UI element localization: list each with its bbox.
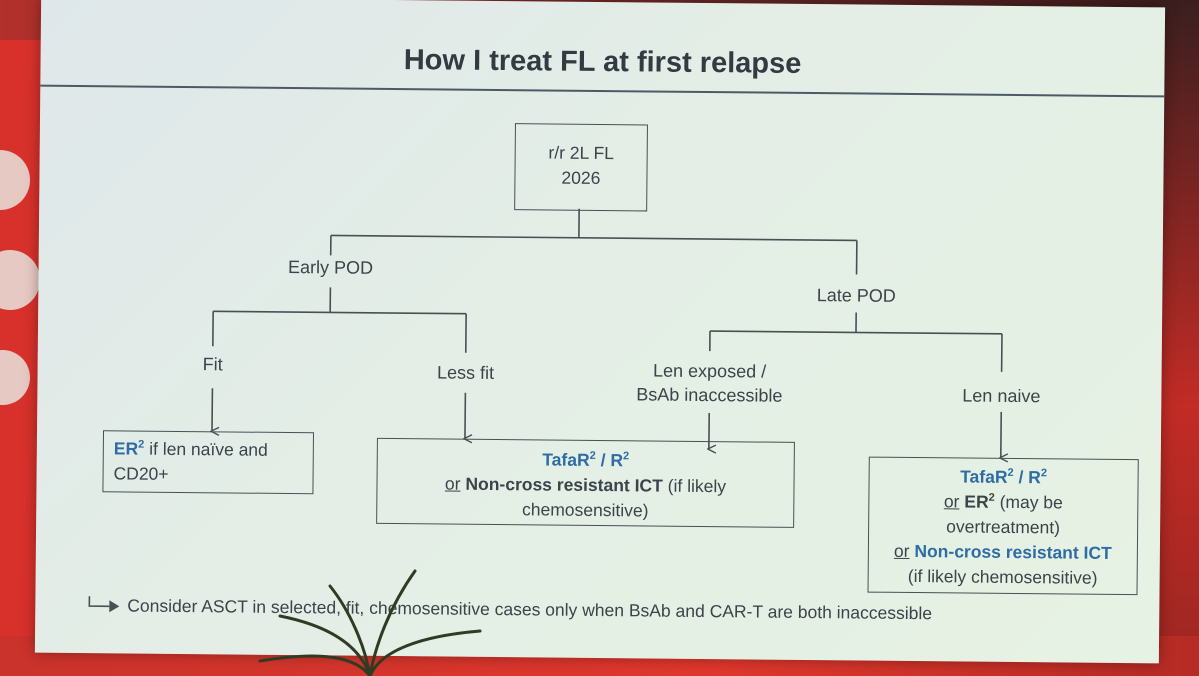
len-naive-line3: overtreatment) <box>946 516 1061 538</box>
fit-treatment-line2: CD20+ <box>113 463 169 484</box>
footnote: Consider ASCT in selected, fit, chemosen… <box>87 595 932 624</box>
root-node-line1: r/r 2L FL <box>548 142 615 164</box>
presentation-slide: How I treat FL at first relapse <box>34 0 1166 664</box>
root-node: r/r 2L FL 2026 <box>514 123 648 212</box>
len-exposed-line2: BsAb inaccessible <box>636 384 783 406</box>
less-fit-treatment-box: TafaR2 / R2 or Non-cross resistant ICT (… <box>376 437 795 528</box>
decorative-circle <box>0 150 30 210</box>
less-fit-label: Less fit <box>436 362 495 383</box>
len-exposed-label: Len exposed / BsAb inaccessible <box>609 358 809 408</box>
decorative-circle <box>0 250 40 310</box>
less-fit-line3: chemosensitive) <box>521 499 649 521</box>
plant-silhouette <box>258 569 482 676</box>
flowchart-connectors <box>35 208 1165 663</box>
background-right <box>1159 0 1199 676</box>
elbow-arrow-icon <box>88 596 120 613</box>
root-node-line2: 2026 <box>561 167 601 188</box>
len-exposed-line1: Len exposed / <box>652 360 767 382</box>
late-pod-label: Late POD <box>816 285 896 306</box>
fit-treatment-line1: ER2 if len naïve and <box>113 438 268 460</box>
len-naive-treatment-box: TafaR2 / R2 or ER2 (may be overtreatment… <box>867 456 1139 596</box>
len-naive-line1: TafaR2 / R2 <box>960 466 1048 488</box>
decorative-circle <box>0 350 30 405</box>
er2-term: ER2 <box>113 438 145 459</box>
len-naive-label: Len naive <box>962 385 1041 407</box>
len-naive-line5: (if likely chemosensitive) <box>907 565 1098 588</box>
len-naive-line2: or ER2 (may be <box>943 491 1063 513</box>
fit-treatment-box: ER2 if len naïve and CD20+ <box>102 430 315 495</box>
len-naive-line4: or Non-cross resistant ICT <box>893 540 1112 563</box>
fit-label: Fit <box>202 354 223 375</box>
early-pod-label: Early POD <box>287 257 374 278</box>
